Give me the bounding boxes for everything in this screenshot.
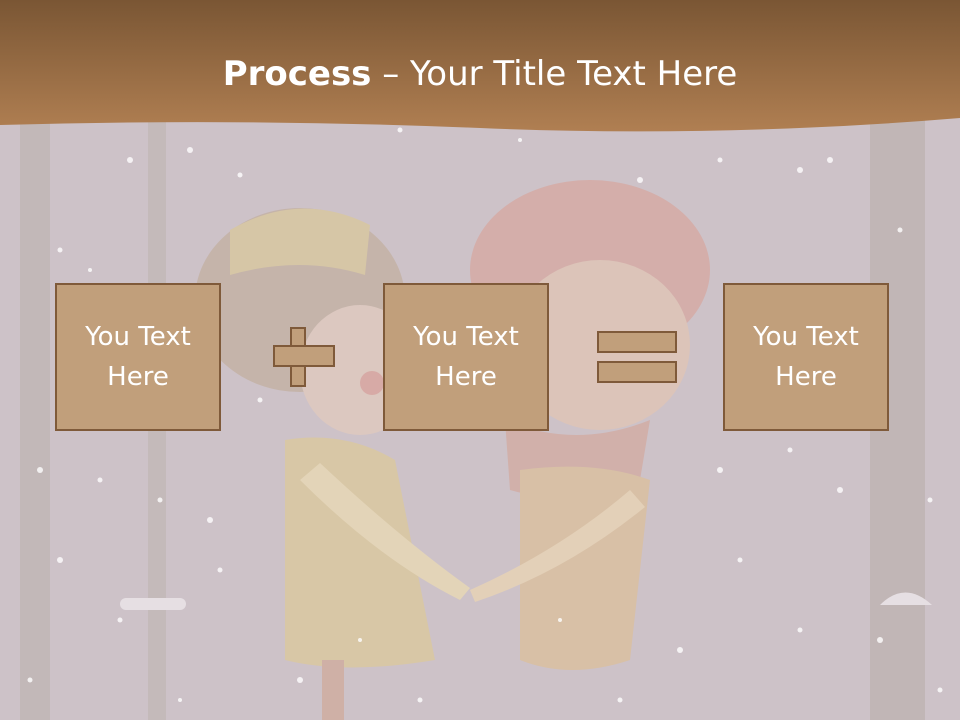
text-box-2[interactable]: You Text Here (383, 283, 549, 431)
text-box-2-label: You Text Here (413, 322, 519, 392)
text-box-1[interactable]: You Text Here (55, 283, 221, 431)
snowflakes (27, 127, 943, 703)
title-bold: Process (222, 54, 372, 94)
text-box-3[interactable]: You Text Here (723, 283, 889, 431)
text-box-1-label: You Text Here (85, 322, 191, 392)
tree-trunk-left (20, 100, 50, 720)
slide-title: Process – Your Title Text Here (0, 50, 960, 98)
text-box-3-label: You Text Here (753, 322, 859, 392)
title-rest: – Your Title Text Here (371, 54, 738, 94)
title-band (0, 0, 960, 132)
